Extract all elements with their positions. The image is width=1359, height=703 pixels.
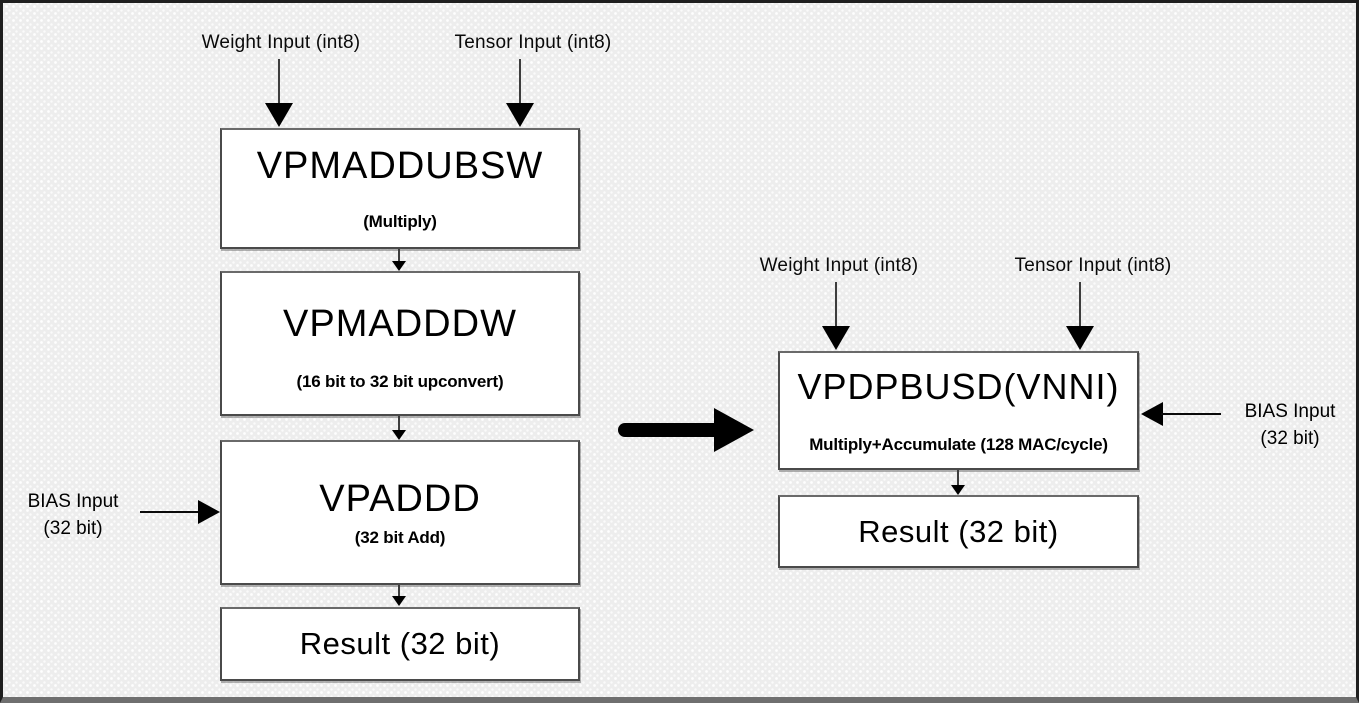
left-weight-input-label: Weight Input (int8)	[201, 32, 361, 53]
left-connector3-line	[398, 585, 400, 597]
right-weight-arrow-down-icon	[822, 326, 850, 350]
left-bias-arrow-line	[140, 511, 200, 513]
left-weight-arrow-down-icon	[265, 103, 293, 127]
right-stage1-subtitle: Multiply+Accumulate (128 MAC/cycle)	[809, 435, 1108, 454]
left-stage2-box: VPMADDDW (16 bit to 32 bit upconvert)	[220, 271, 580, 416]
left-stage1-box: VPMADDUBSW (Multiply)	[220, 128, 580, 249]
left-tensor-input-label: Tensor Input (int8)	[454, 32, 612, 53]
left-connector1-line	[398, 249, 400, 262]
left-result-box: Result (32 bit)	[220, 607, 580, 681]
left-connector2-line	[398, 416, 400, 431]
right-stage1-title: VPDPBUSD(VNNI)	[797, 366, 1120, 407]
left-result-label: Result (32 bit)	[299, 626, 501, 661]
left-bias-label-line1: BIAS Input	[27, 491, 119, 512]
right-bias-label: BIAS Input (32 bit)	[1228, 398, 1352, 452]
right-tensor-input-label: Tensor Input (int8)	[1014, 255, 1172, 276]
transition-arrow-shaft	[618, 423, 718, 437]
left-bias-label: BIAS Input (32 bit)	[11, 488, 135, 542]
left-stage3-subtitle: (32 bit Add)	[354, 528, 446, 547]
right-weight-arrow-line	[835, 282, 837, 328]
left-tensor-arrow-down-icon	[506, 103, 534, 127]
right-weight-input-label: Weight Input (int8)	[759, 255, 919, 276]
left-bias-arrow-right-icon	[198, 500, 220, 524]
right-bias-label-line1: BIAS Input	[1244, 401, 1336, 422]
left-stage1-subtitle: (Multiply)	[363, 212, 437, 231]
right-result-label: Result (32 bit)	[858, 513, 1059, 549]
left-stage3-title: VPADDD	[319, 478, 481, 520]
left-weight-arrow-line	[278, 59, 280, 105]
left-connector2-arrow-down-icon	[392, 430, 406, 440]
right-result-box: Result (32 bit)	[778, 495, 1139, 568]
left-connector3-arrow-down-icon	[392, 596, 406, 606]
right-bias-arrow-left-icon	[1141, 402, 1163, 426]
right-tensor-arrow-down-icon	[1066, 326, 1094, 350]
left-stage1-title: VPMADDUBSW	[256, 145, 544, 187]
left-stage2-subtitle: (16 bit to 32 bit upconvert)	[296, 372, 504, 391]
left-bias-label-line2: (32 bit)	[43, 518, 103, 539]
left-stage3-box: VPADDD (32 bit Add)	[220, 440, 580, 585]
right-connector1-arrow-down-icon	[951, 485, 965, 495]
right-stage1-box: VPDPBUSD(VNNI) Multiply+Accumulate (128 …	[778, 351, 1139, 470]
left-tensor-arrow-line	[519, 59, 521, 105]
transition-arrow-right-icon	[714, 408, 754, 452]
right-bias-arrow-line	[1161, 413, 1221, 415]
right-bias-label-line2: (32 bit)	[1260, 428, 1320, 449]
right-connector1-line	[957, 470, 959, 486]
right-tensor-arrow-line	[1079, 282, 1081, 328]
left-connector1-arrow-down-icon	[392, 261, 406, 271]
left-stage2-title: VPMADDDW	[283, 303, 517, 345]
